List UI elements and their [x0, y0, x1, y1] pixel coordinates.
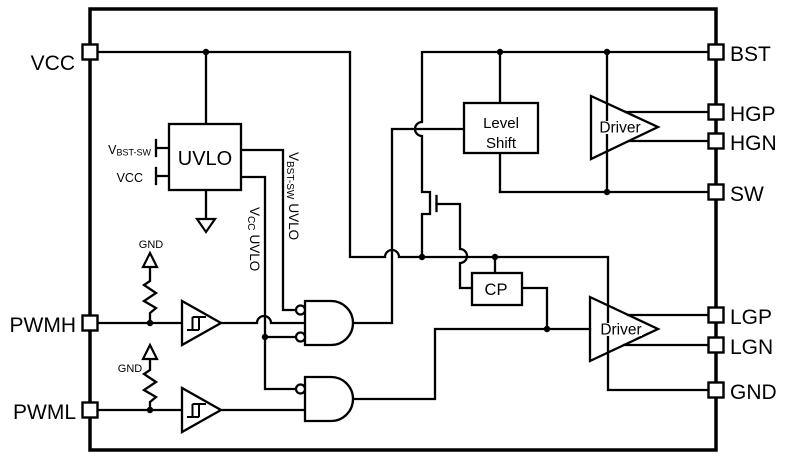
pin-label-hgn: HGN — [730, 132, 777, 155]
pins — [81, 43, 725, 419]
pin-pwml — [81, 401, 99, 419]
pin-lgn — [707, 336, 725, 354]
pin-label-vcc: VCC — [31, 52, 75, 75]
uvlo-input2-stub — [154, 166, 171, 186]
wires — [95, 50, 711, 412]
uvlo-input1-label: VBST-SW — [108, 143, 151, 158]
labels: VCC PWMH PWML BST HGP HGN SW LGP LGN GND… — [10, 43, 777, 424]
uvlo-input2-label: VCC — [117, 171, 143, 185]
pwml-gnd-label: GND — [118, 363, 143, 375]
wire-gate-to-cp — [435, 202, 474, 290]
vcc-uvlo-signal-label: VCCUVLO — [245, 207, 262, 271]
driver-high-triangle — [589, 94, 661, 161]
pin-hgp — [707, 103, 725, 121]
uvlo-input1-stub — [154, 138, 171, 158]
blocks — [167, 101, 540, 307]
driver-high-label: Driver — [599, 120, 640, 137]
pwmh-pulldown-resistor — [141, 265, 159, 325]
pin-label-lgp: LGP — [730, 306, 772, 329]
uvlo-block — [167, 122, 243, 192]
schmitt-buffer-pwml — [180, 386, 224, 434]
pin-label-hgp: HGP — [730, 103, 776, 126]
inverter-bubble-icon — [294, 304, 307, 316]
ic-boundary — [88, 7, 718, 452]
inverter-bubble-icon — [294, 383, 307, 395]
schmitt-buffer-pwmh — [180, 299, 224, 347]
uvlo-ground-icon — [194, 217, 218, 234]
level-shift-label-1: Level — [483, 115, 519, 132]
pin-vcc — [81, 43, 99, 61]
label-backing — [597, 323, 642, 336]
pin-label-sw: SW — [730, 183, 764, 206]
pin-sw — [707, 183, 725, 201]
pwmh-gnd-arrow-icon — [141, 250, 159, 269]
wire-schmitt1-out — [219, 314, 307, 325]
hysteresis-icon — [187, 316, 206, 331]
cp-block — [470, 271, 524, 307]
pwml-pulldown-resistor — [141, 357, 159, 412]
symbols — [141, 94, 661, 434]
wire-bst-bootswitch — [413, 50, 711, 259]
label-backing — [596, 121, 641, 134]
pin-label-pwmh: PWMH — [10, 314, 77, 337]
driver-low-triangle — [588, 295, 661, 363]
cp-label: CP — [485, 281, 508, 299]
wire-nand1-to-levelshift — [351, 127, 466, 325]
wire-vcc-uvlo — [239, 175, 298, 391]
pin-lgp — [707, 306, 725, 324]
pin-pwmh — [81, 314, 99, 332]
pin-label-pwml: PWML — [13, 401, 76, 424]
junctions — [146, 48, 611, 414]
pwmh-gnd-label: GND — [139, 239, 164, 251]
vbstsw-uvlo-signal-label: VBST-SWUVLO — [284, 152, 301, 240]
pin-label-gnd: GND — [730, 381, 777, 404]
wire-vbstsw-uvlo — [239, 148, 298, 312]
driver-low-label: Driver — [600, 322, 641, 339]
wire-nand2-to-lgdriver — [351, 327, 592, 401]
pwml-gnd-arrow-icon — [141, 342, 159, 361]
pin-bst — [707, 43, 725, 61]
wire-cp-out — [520, 286, 549, 331]
level-shift-block — [462, 101, 540, 155]
nand-gate-low — [303, 375, 355, 423]
inverter-bubble-icon — [294, 331, 307, 343]
uvlo-label: UVLO — [178, 148, 232, 170]
pin-label-lgn: LGN — [730, 336, 773, 359]
pin-label-bst: BST — [730, 43, 771, 66]
pin-hgn — [707, 132, 725, 150]
level-shift-label-2: Shift — [486, 135, 517, 152]
hysteresis-icon — [187, 403, 206, 418]
nand-gate-high — [303, 299, 355, 347]
pin-gnd — [707, 381, 725, 399]
